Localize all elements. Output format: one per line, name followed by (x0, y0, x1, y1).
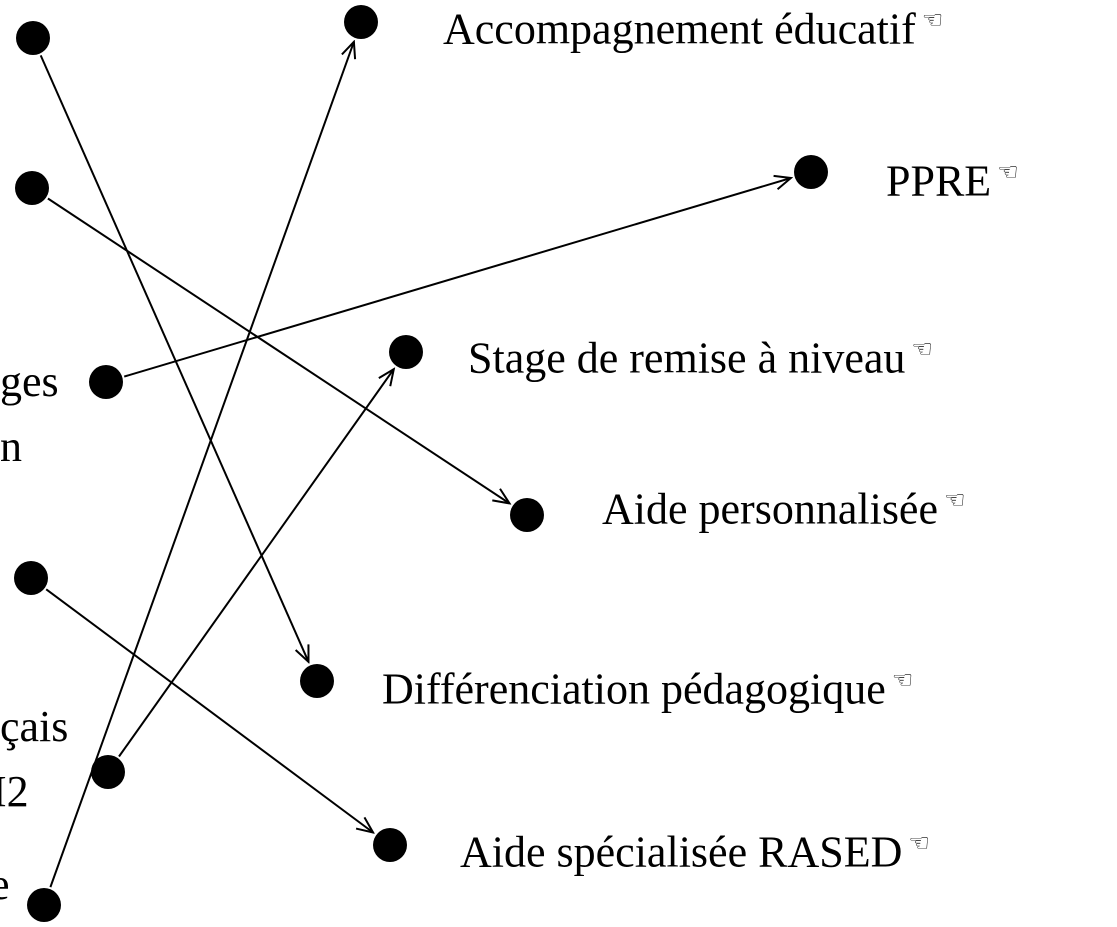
arrow-left-4-to-rased (45, 588, 373, 832)
left-fragment-ges: ges (0, 357, 59, 406)
node-dot-left-1 (16, 21, 50, 55)
node-dot-aide-perso (510, 498, 544, 532)
left-fragment-i2: I2 (0, 767, 29, 816)
pointing-hand-icon: ☜ (997, 158, 1019, 186)
label-aide-specialisee-rased: Aide spécialisée RASED☜ (460, 818, 930, 878)
node-dot-left-2 (15, 171, 49, 205)
label-aide-personnalisee: Aide personnalisée☜ (602, 475, 966, 535)
label-text: Accompagnement éducatif (443, 4, 916, 54)
label-text: PPRE (886, 156, 992, 206)
label-ppre: PPRE☜ (886, 147, 1019, 207)
arrow-left-1-to-differenciation (39, 54, 309, 661)
label-accompagnement-educatif: Accompagnement éducatif☜ (443, 0, 943, 55)
node-dot-stage (389, 335, 423, 369)
node-dot-left-5 (91, 755, 125, 789)
node-dot-ppre (794, 155, 828, 189)
left-fragment-n: n (0, 422, 22, 471)
left-fragment-cais: çais (0, 702, 69, 751)
node-dot-left-3 (89, 365, 123, 399)
left-fragment-e: e (0, 860, 10, 910)
node-dots (14, 5, 828, 922)
label-text: Aide personnalisée (602, 484, 938, 534)
arrow-left-6-to-accompagnement (49, 42, 354, 888)
pointing-hand-icon: ☜ (911, 335, 933, 363)
arrow-left-3-to-ppre (123, 178, 791, 378)
label-text: Stage de remise à niveau (468, 333, 906, 383)
arrow-left-5-to-stage (118, 369, 394, 758)
node-dot-left-6 (27, 888, 61, 922)
pointing-hand-icon: ☜ (944, 486, 966, 514)
node-dot-accompagnement (344, 5, 378, 39)
label-differenciation-pedagogique: Différenciation pédagogique☜ (382, 655, 913, 715)
node-dot-left-4 (14, 561, 48, 595)
connection-lines (39, 42, 791, 888)
label-text: Aide spécialisée RASED (460, 827, 903, 877)
node-dot-differenciation (300, 664, 334, 698)
label-text: Différenciation pédagogique (382, 664, 886, 714)
pointing-hand-icon: ☜ (921, 6, 944, 34)
node-dot-rased (373, 828, 407, 862)
label-stage-remise-niveau: Stage de remise à niveau☜ (468, 324, 933, 384)
pointing-hand-icon: ☜ (908, 829, 930, 857)
pointing-hand-icon: ☜ (891, 666, 914, 694)
arrow-left-2-to-aide-perso (47, 197, 510, 504)
